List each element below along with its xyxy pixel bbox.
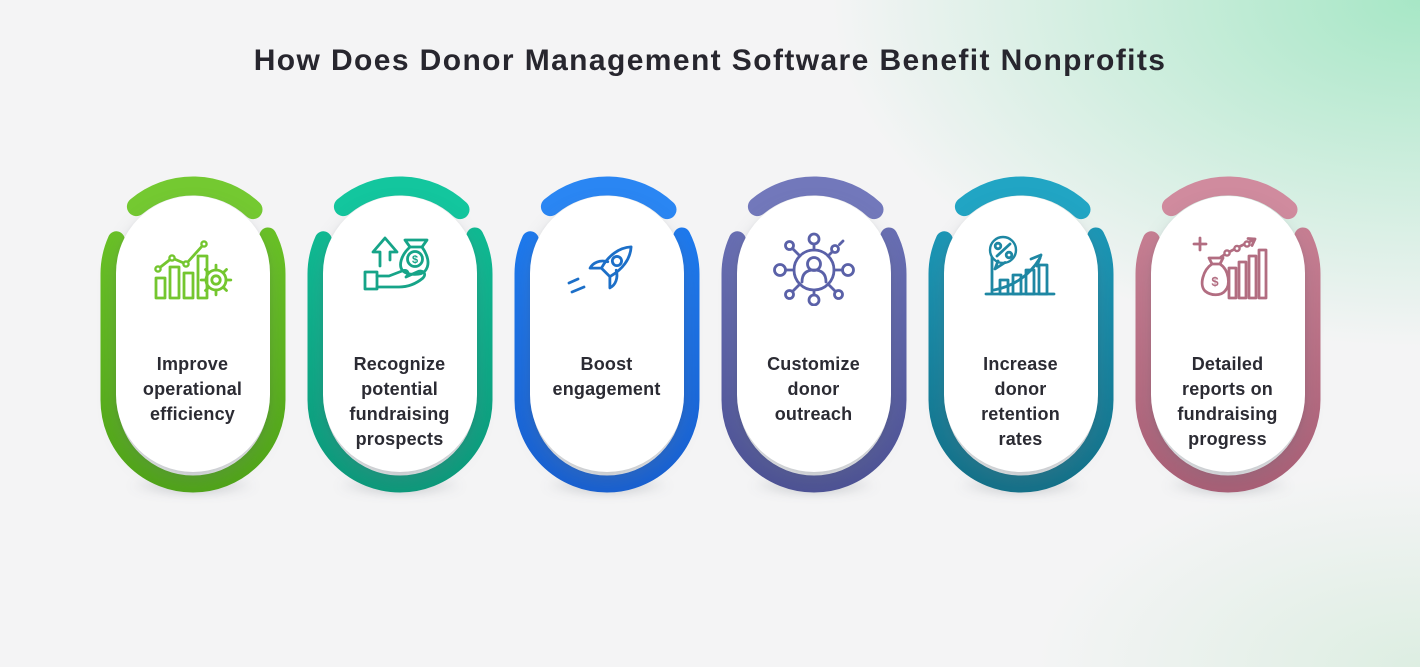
card-label: Recognize potential fundraising prospect… [349, 354, 450, 449]
benefit-card-donor-retention: Increase donor retention rates [921, 176, 1121, 511]
benefit-card-boost-engagement: Boost engagement [507, 176, 707, 511]
card-ring [928, 176, 1113, 493]
fundraising-report-icon: $ [1183, 230, 1273, 306]
retention-growth-icon [976, 230, 1066, 306]
card-label: Detailed reports on fundraising progress [1177, 354, 1278, 449]
card-label: Improve operational efficiency [142, 354, 243, 424]
card-ring [1135, 176, 1320, 493]
card-ring [100, 176, 285, 493]
benefit-card-fundraising-reports: $ Detailed reports on fundraising progre… [1128, 176, 1328, 511]
benefit-card-improve-efficiency: Improve operational efficiency [93, 176, 293, 511]
hand-money-bag-icon: $ [355, 230, 445, 306]
card-body [322, 196, 477, 472]
benefit-card-fundraising-prospects: $ Recognize potential fundraising prospe… [300, 176, 500, 511]
rocket-icon [562, 230, 652, 306]
bar-chart-gear-icon [148, 230, 238, 306]
card-body [736, 196, 891, 472]
card-body [943, 196, 1098, 472]
svg-text:$: $ [411, 254, 417, 266]
card-body [115, 196, 270, 472]
svg-text:$: $ [1211, 274, 1219, 289]
donor-network-icon [769, 230, 859, 306]
card-ring [514, 176, 699, 493]
card-body [529, 196, 684, 472]
card-ring [307, 176, 492, 493]
card-body [1150, 196, 1305, 472]
card-label: Boost engagement [552, 354, 661, 399]
card-label: Increase donor retention rates [981, 354, 1060, 449]
card-label: Customize donor outreach [767, 354, 860, 424]
card-ring [721, 176, 906, 493]
benefit-cards-row: Improve operational efficiency $ [0, 176, 1420, 511]
benefit-card-donor-outreach: Customize donor outreach [714, 176, 914, 511]
page-title: How Does Donor Management Software Benef… [253, 44, 1167, 77]
